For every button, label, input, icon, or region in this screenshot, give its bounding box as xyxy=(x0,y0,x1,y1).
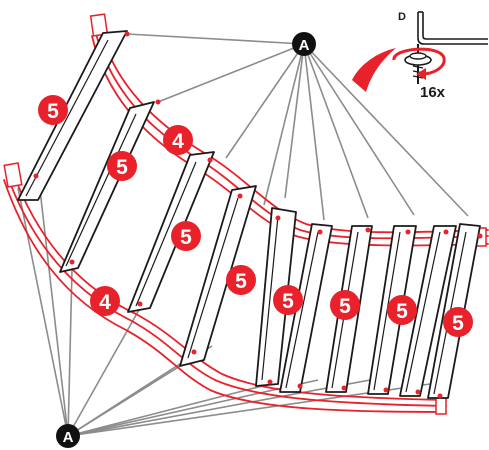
leader-lines-top xyxy=(126,33,469,221)
svg-text:5: 5 xyxy=(235,270,247,293)
anchor-badge-top: A xyxy=(292,32,316,56)
tool-letter: D xyxy=(398,11,406,23)
svg-text:5: 5 xyxy=(47,100,59,123)
screw-count: 16x xyxy=(420,84,446,101)
callout-5-h: 5 xyxy=(443,307,473,337)
callout-5-a: 5 xyxy=(38,95,68,125)
svg-text:5: 5 xyxy=(282,290,294,313)
rotate-arrow-icon xyxy=(392,47,446,80)
callout-5-f: 5 xyxy=(330,290,360,320)
svg-text:4: 4 xyxy=(172,130,184,153)
svg-text:5: 5 xyxy=(180,226,192,249)
screw-points xyxy=(33,31,483,399)
callout-5-c: 5 xyxy=(171,221,201,251)
leader-lines-bottom xyxy=(17,171,431,437)
callout-5-e: 5 xyxy=(273,285,303,315)
callout-4-a: 4 xyxy=(163,125,193,155)
callout-5-b: 5 xyxy=(107,151,137,181)
anchor-label-top: A xyxy=(299,37,310,54)
svg-text:5: 5 xyxy=(396,300,408,323)
svg-text:5: 5 xyxy=(339,295,351,318)
svg-text:5: 5 xyxy=(452,312,464,335)
slats xyxy=(17,30,481,399)
callout-4-b: 4 xyxy=(90,286,120,316)
curved-swoosh-icon xyxy=(352,48,396,92)
svg-text:5: 5 xyxy=(116,156,128,179)
hex-key-icon xyxy=(417,11,488,45)
callout-5-g: 5 xyxy=(387,295,417,325)
svg-text:4: 4 xyxy=(99,291,111,314)
anchor-label-bottom: A xyxy=(63,429,74,446)
callout-5-d: 5 xyxy=(226,265,256,295)
anchor-badge-bottom: A xyxy=(56,424,80,448)
